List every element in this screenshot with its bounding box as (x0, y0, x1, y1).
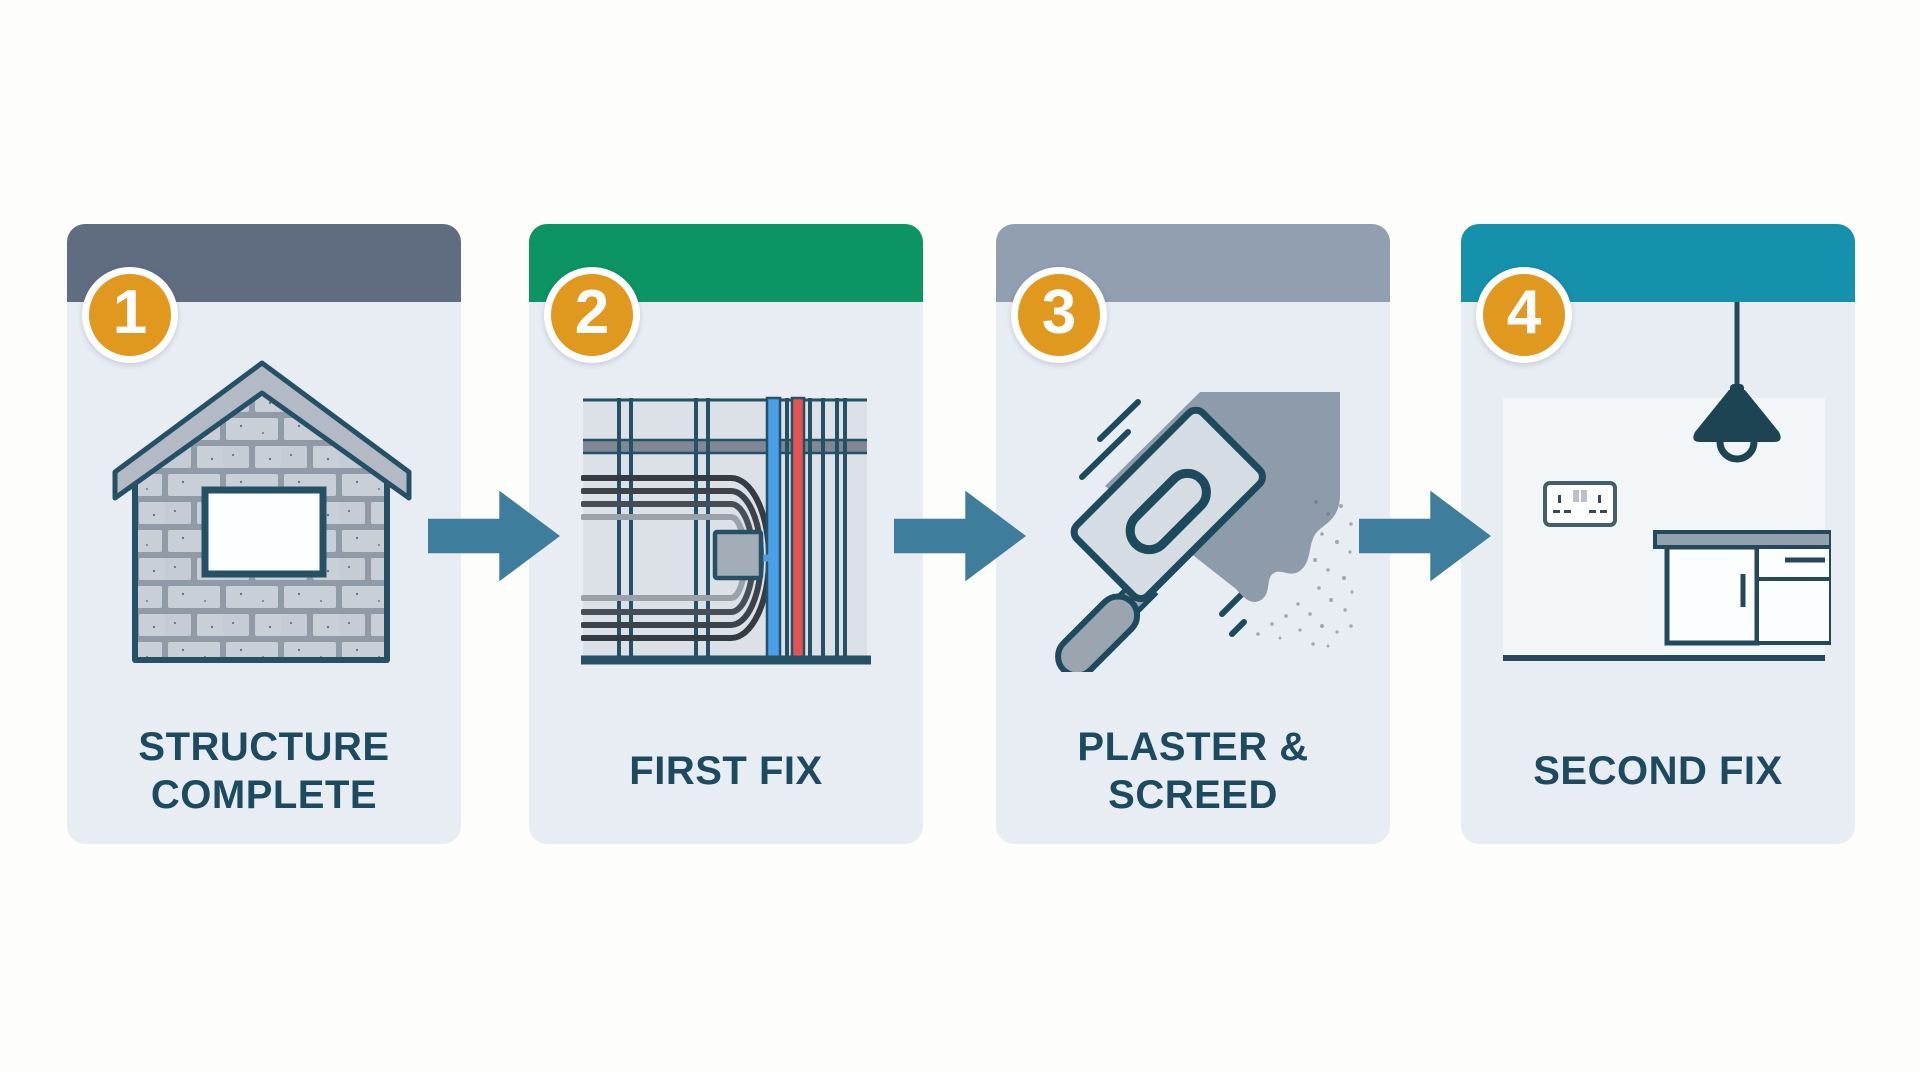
lamp-bulb (1716, 441, 1758, 463)
step-label: SECOND FIX (1533, 749, 1783, 793)
step-card-second-fix: 4 (1461, 224, 1855, 844)
pendant-lamp-shade (1693, 390, 1781, 442)
step-number-badge: 3 (1011, 267, 1107, 363)
plaster-stipple (1256, 500, 1354, 648)
blue-pipe (765, 396, 782, 660)
step-label: STRUCTURE COMPLETE (138, 725, 390, 817)
plaster-trowel-icon (1010, 382, 1360, 679)
room-fittings-icon (1485, 302, 1833, 675)
step-number-badge: 2 (544, 267, 640, 363)
step-number-badge: 4 (1476, 267, 1572, 363)
step-number: 4 (1506, 278, 1542, 347)
step-label: PLASTER & SCREED (1077, 725, 1309, 817)
countertop (1653, 530, 1833, 549)
trowel-handle (1055, 593, 1141, 679)
step-label: FIRST FIX (629, 749, 823, 793)
step-card-first-fix: 2 (529, 224, 923, 844)
step-number: 1 (112, 278, 148, 347)
trowel-bracket (1125, 468, 1211, 555)
window-opening (201, 486, 327, 578)
red-pipe (790, 396, 806, 660)
trowel (1055, 406, 1266, 679)
wall-framing-wiring-icon (580, 396, 871, 676)
double-socket (1543, 481, 1617, 527)
step-card-plaster-screed: 3 (996, 224, 1390, 844)
junction-box (712, 529, 764, 581)
step-number-badge: 1 (82, 267, 178, 363)
trowel-blade (1070, 406, 1266, 603)
step-number: 2 (574, 278, 610, 347)
kitchen-unit (1653, 530, 1833, 646)
roof (112, 360, 412, 501)
step-number: 3 (1041, 278, 1077, 347)
step-card-structure-complete: 1 STRUCTURE COMPLETE (67, 224, 461, 844)
house-structure-icon (107, 359, 457, 676)
